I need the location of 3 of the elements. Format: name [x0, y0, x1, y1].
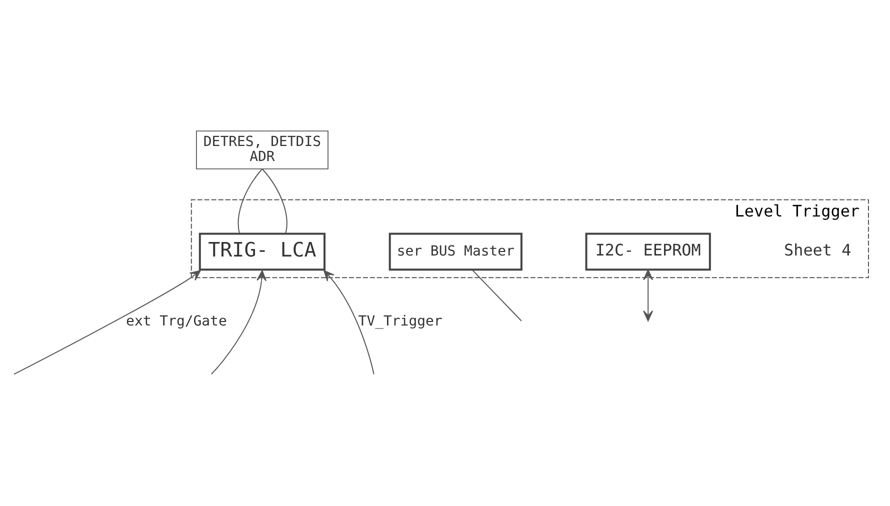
label: Sheet 4	[784, 240, 852, 260]
edge-label: TV_Trigger	[358, 314, 442, 330]
edge-label: ext Trg/Gate	[126, 314, 227, 330]
